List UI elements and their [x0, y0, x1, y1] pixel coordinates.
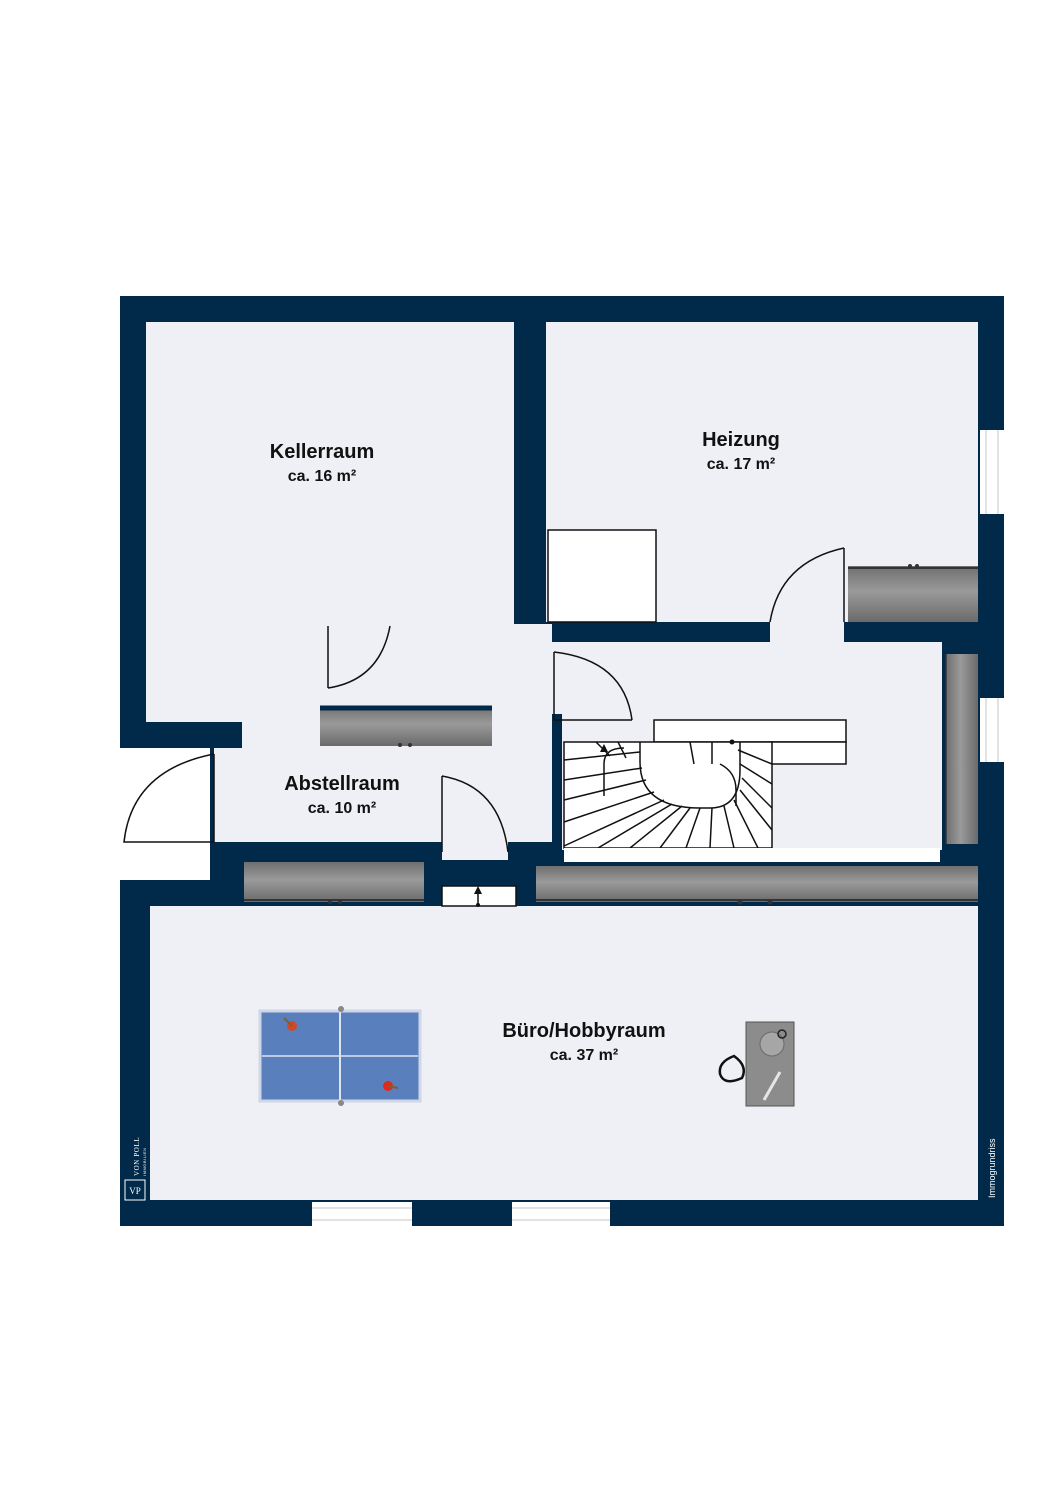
entrance-notch	[120, 748, 210, 880]
stair-landing	[564, 848, 940, 862]
staircase	[563, 719, 847, 849]
door-swing-icon	[123, 547, 845, 853]
window-buero-left	[312, 1202, 412, 1226]
room-area-abstellraum: ca. 10 m²	[308, 800, 376, 817]
room-name-heizung: Heizung	[702, 429, 780, 451]
room-name-buero: Büro/Hobbyraum	[502, 1020, 665, 1042]
logo-mark: VP	[129, 1186, 141, 1196]
logo-sub: IMMOBILIEN	[142, 1147, 147, 1176]
niche-step	[441, 885, 517, 907]
boiler-unit	[547, 529, 657, 623]
room-name-kellerraum: Kellerraum	[270, 441, 375, 463]
door-opening-keller	[328, 590, 390, 626]
logo-name: VON POLL	[133, 1137, 141, 1176]
window-stairwell	[980, 698, 1004, 762]
shelf-heizung	[848, 564, 978, 622]
shelf-abstellraum	[320, 705, 492, 747]
door-opening-heizung	[770, 618, 844, 644]
floor-abstell-entrance	[214, 748, 254, 842]
room-area-kellerraum: ca. 16 m²	[288, 468, 356, 485]
stair-arrow-icon	[600, 739, 735, 752]
credit-label: Immogrundriss	[987, 1138, 997, 1198]
shelf-buero-right	[536, 866, 978, 905]
von-poll-logo: VP VON POLL IMMOBILIEN	[124, 1137, 147, 1201]
room-area-buero: ca. 37 m²	[550, 1047, 618, 1064]
room-area-heizung: ca. 17 m²	[707, 456, 775, 473]
desk-chair-icon	[718, 1021, 795, 1107]
shelf-stairwell	[945, 654, 978, 844]
window-buero-right	[512, 1202, 610, 1226]
room-name-abstellraum: Abstellraum	[284, 773, 400, 795]
window-heizung	[980, 430, 1004, 514]
door-opening-niche	[442, 840, 508, 860]
shelf-buero-left	[244, 862, 424, 904]
table-tennis-icon	[258, 1006, 422, 1106]
